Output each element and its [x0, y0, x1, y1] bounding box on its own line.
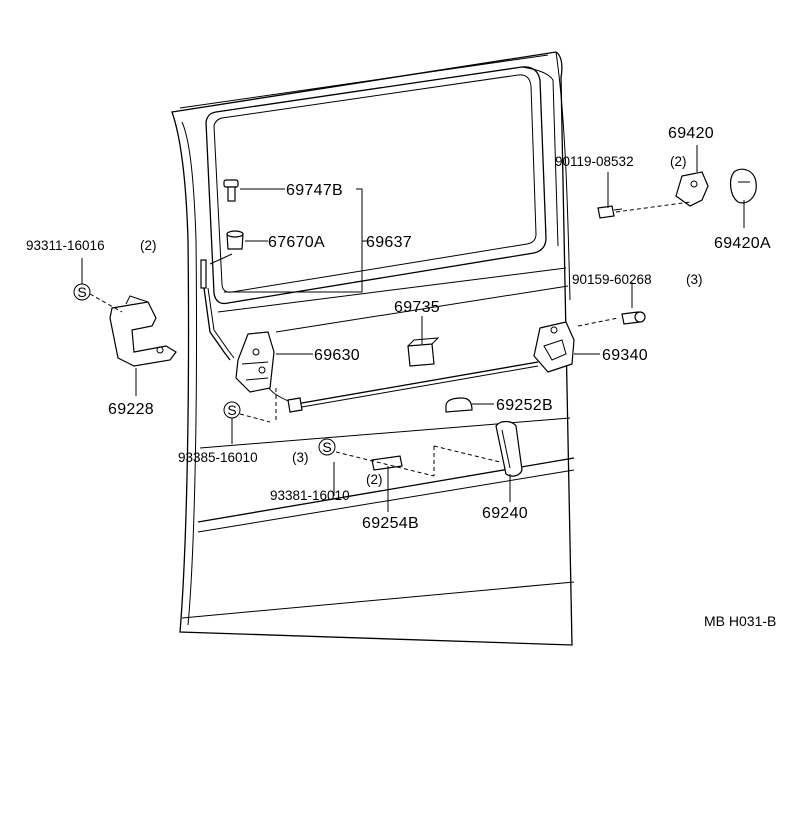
s-symbol-93381: S	[318, 438, 336, 456]
s-symbol-text: S	[227, 402, 236, 418]
label-69240: 69240	[482, 505, 528, 522]
bolt-69747b	[223, 179, 239, 202]
s-symbol-93385: S	[223, 401, 241, 419]
label-93381-qty: (2)	[366, 472, 383, 487]
label-93381-16010: 93381-16010	[270, 488, 350, 503]
label-67670a: 67670A	[268, 234, 325, 251]
label-90159-qty: (3)	[686, 272, 703, 287]
label-93311-qty: (2)	[140, 238, 157, 253]
rear-lock-69340	[533, 321, 575, 373]
label-69420: 69420	[668, 125, 714, 142]
s-symbol-text: S	[77, 284, 86, 300]
label-69228: 69228	[108, 401, 154, 418]
front-lock-69630	[235, 331, 303, 413]
leader-lines	[81, 145, 745, 512]
label-90159-60268: 90159-60268	[572, 272, 652, 287]
screw-90159-60268	[621, 311, 646, 325]
s-symbol-93311: S	[73, 283, 91, 301]
label-90119-08532: 90119-08532	[555, 154, 634, 169]
sliding-door-panel	[171, 51, 575, 646]
label-69637: 69637	[366, 234, 412, 251]
striker-69420	[675, 171, 709, 207]
cushion-69735	[407, 337, 440, 367]
bolt-90119-08532	[597, 205, 623, 219]
label-69747b: 69747B	[286, 182, 343, 199]
label-69340: 69340	[602, 347, 648, 364]
outside-handle-69240	[495, 420, 523, 477]
label-93385-qty: (3)	[292, 450, 309, 465]
label-93311-16016: 93311-16016	[26, 238, 105, 253]
pad-69254b	[371, 455, 403, 471]
striker-plate-69420a	[729, 168, 757, 204]
bushing-67670a	[226, 230, 244, 250]
label-93385-16010: 93385-16010	[178, 450, 258, 465]
label-69254b: 69254B	[362, 515, 419, 532]
spacer-69252b	[445, 397, 473, 413]
label-69630: 69630	[314, 347, 360, 364]
label-90119-qty: (2)	[670, 154, 687, 169]
label-69420a: 69420A	[714, 235, 771, 252]
hinge-69228	[109, 295, 177, 367]
diagram-reference-code: MB H031-B	[704, 613, 776, 629]
label-69252b: 69252B	[496, 397, 553, 414]
label-69735: 69735	[394, 299, 440, 316]
lock-rod-linkage	[200, 259, 539, 409]
s-symbol-text: S	[322, 439, 331, 455]
